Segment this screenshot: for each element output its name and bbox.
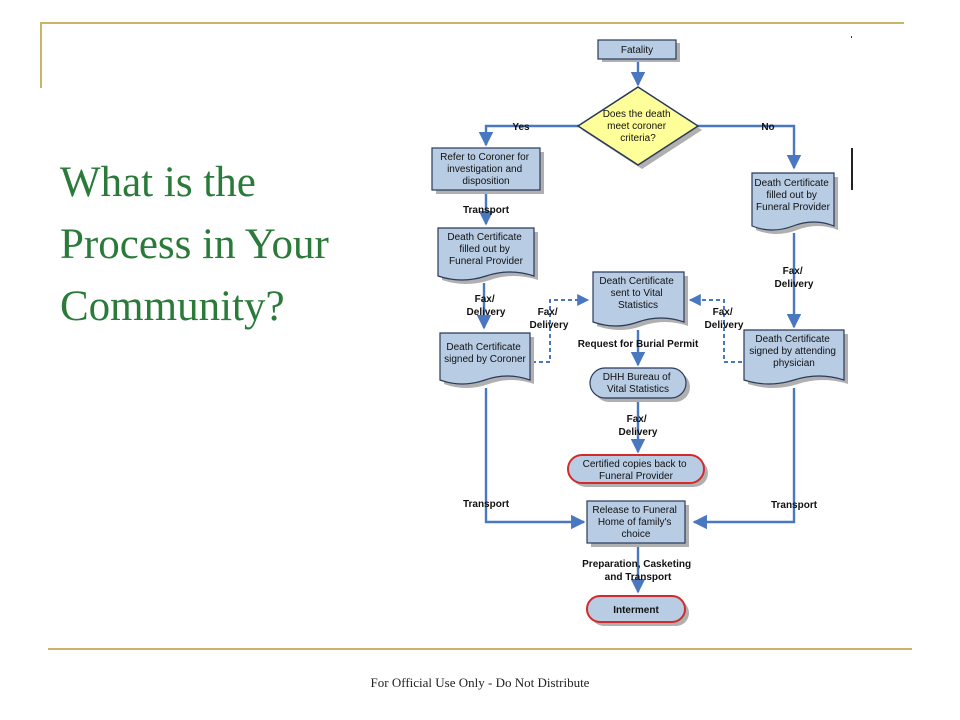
node-dc-coroner: Death Certificate signed by Coroner <box>439 332 534 388</box>
arrow-coroner-release <box>484 388 586 530</box>
yes-label: Yes <box>512 122 530 133</box>
top-rule <box>40 22 904 24</box>
preparation-label: Preparation, Casketing and Transport <box>582 559 694 583</box>
title-line-3: Community? <box>60 283 285 330</box>
fax-delivery-center: Fax/ Delivery <box>619 414 658 438</box>
footer-notice: For Official Use Only - Do Not Distribut… <box>370 675 590 690</box>
slide-title: What is the Process in Your Community? <box>60 152 400 338</box>
svg-text:Death Certificate signed: Death Certificate signed by attending ph… <box>749 334 839 369</box>
transport-label-1: Transport <box>463 205 510 216</box>
node-certified-copies: Certified copies back to Funeral Provide… <box>567 454 708 487</box>
corner-mark <box>851 36 852 38</box>
fax-delivery-right: Fax/ Delivery <box>775 266 814 290</box>
connectors <box>476 60 802 594</box>
arrow-physician-release <box>692 388 796 530</box>
title-line-2: Process in Your <box>60 221 329 268</box>
node-release: Release to Funeral Home of family's choi… <box>586 500 689 547</box>
node-dc-physician: Death Certificate signed by attending ph… <box>743 329 848 388</box>
node-decision: Does the death meet coroner criteria? <box>576 86 702 169</box>
svg-text:Death Certificate sent t: Death Certificate sent to Vital Statisti… <box>599 276 676 311</box>
edge-mark <box>851 148 853 190</box>
interment-label: Interment <box>613 605 659 616</box>
svg-text:Release to Funeral Home: Release to Funeral Home of family's choi… <box>592 505 679 540</box>
title-line-1: What is the <box>60 159 256 206</box>
node-interment: Interment <box>586 595 689 626</box>
node-dc-vital: Death Certificate sent to Vital Statisti… <box>592 271 688 330</box>
node-coroner-referral: Refer to Coroner for investigation and d… <box>431 147 544 194</box>
dashed-arrow-coroner-vital <box>532 294 590 363</box>
decision-label: Does the death meet coroner criteria? <box>603 109 674 144</box>
fax-delivery-left: Fax/ Delivery <box>467 294 506 318</box>
svg-text:Death Certificate filled: Death Certificate filled out by Funeral … <box>447 232 524 267</box>
svg-text:Refer to Coroner for inv: Refer to Coroner for investigation and d… <box>440 152 532 187</box>
node-dc-funeral-right: Death Certificate filled out by Funeral … <box>751 172 838 234</box>
node-fatality: Fatality <box>597 39 680 62</box>
svg-text:DHH Bureau of Vital Stat: DHH Bureau of Vital Statistics <box>603 372 674 395</box>
arrow-no <box>696 124 802 170</box>
dashed-arrow-physician-vital <box>688 294 742 363</box>
fatality-label: Fatality <box>621 45 653 56</box>
transport-label-right: Transport <box>771 500 818 511</box>
arrow-yes <box>478 124 580 147</box>
svg-text:Death Certificate signed: Death Certificate signed by Coroner <box>444 342 526 365</box>
no-label: No <box>761 122 774 133</box>
fax-delivery-center-right: Fax/ Delivery <box>705 307 744 331</box>
transport-label-left: Transport <box>463 499 510 510</box>
svg-text:Death Certificate filled: Death Certificate filled out by Funeral … <box>754 178 831 213</box>
left-rule <box>40 22 42 88</box>
node-dhh: DHH Bureau of Vital Statistics <box>589 367 690 402</box>
bottom-rule <box>48 648 912 650</box>
fax-delivery-center-left: Fax/ Delivery <box>530 307 569 331</box>
request-permit-label: Request for Burial Permit <box>578 339 699 350</box>
node-dc-funeral-left: Death Certificate filled out by Funeral … <box>437 227 538 284</box>
svg-text:Certified copies back to: Certified copies back to Funeral Provide… <box>583 459 690 482</box>
